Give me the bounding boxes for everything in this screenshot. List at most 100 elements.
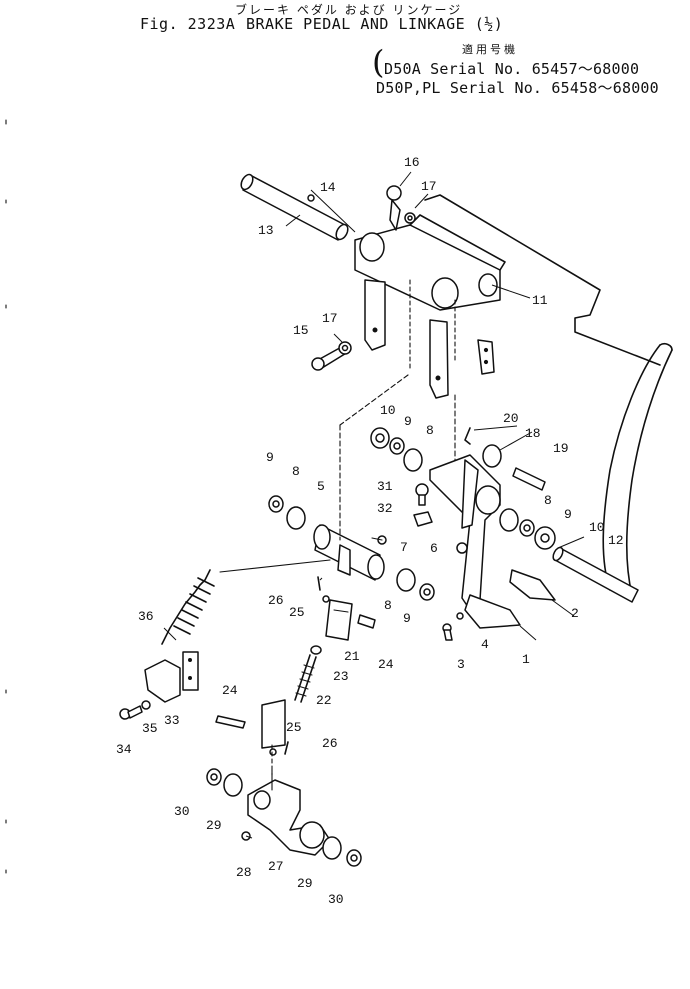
callout-3: 3 xyxy=(457,657,465,672)
nut-32 xyxy=(413,511,433,527)
nut-23 xyxy=(310,645,322,655)
washer-10-a xyxy=(370,427,390,449)
callout-30-right: 30 xyxy=(328,892,344,907)
callout-9-upper: 9 xyxy=(404,414,412,429)
bushing-8-b xyxy=(499,508,519,532)
callout-26-lower: 26 xyxy=(322,736,338,751)
callout-24-lower: 24 xyxy=(222,683,238,698)
callout-10-right: 10 xyxy=(589,520,605,535)
callout-21: 21 xyxy=(344,649,360,664)
fender-outline xyxy=(424,194,673,596)
callout-7: 7 xyxy=(400,540,408,555)
bushing-29-b xyxy=(322,836,342,860)
callout-9-right: 9 xyxy=(564,507,572,522)
callout-26-upper: 26 xyxy=(268,593,284,608)
spring-36 xyxy=(161,559,331,645)
washer-30-b xyxy=(346,849,362,867)
callout-17-top: 17 xyxy=(421,179,437,194)
callout-12: 12 xyxy=(608,533,624,548)
callout-33: 33 xyxy=(164,713,180,728)
callout-9-left: 9 xyxy=(266,450,274,465)
callout-numbers: 16 14 17 13 11 15 17 10 9 8 20 18 19 9 8… xyxy=(116,155,624,907)
callout-23: 23 xyxy=(333,669,349,684)
bolt-3 xyxy=(442,623,453,641)
callout-2: 2 xyxy=(571,606,579,621)
callout-8-right: 8 xyxy=(544,493,552,508)
callout-11: 11 xyxy=(532,293,548,308)
callout-8-upper: 8 xyxy=(426,423,434,438)
shaft-13 xyxy=(240,173,349,241)
washer-25-upper xyxy=(322,595,330,603)
bolt-16 xyxy=(386,185,402,231)
bushing-18 xyxy=(482,444,502,468)
washer-9-a xyxy=(389,437,405,455)
callout-4: 4 xyxy=(481,637,489,652)
callout-25-lower: 25 xyxy=(286,720,302,735)
figure-number: Fig. 2323A xyxy=(140,15,236,33)
callout-20: 20 xyxy=(503,411,519,426)
callout-17-mid: 17 xyxy=(322,311,338,326)
callout-8-lower: 8 xyxy=(384,598,392,613)
callout-32: 32 xyxy=(377,501,393,516)
pin-24-lower xyxy=(215,715,246,729)
callout-15: 15 xyxy=(293,323,309,338)
left-bracket: ( xyxy=(372,43,385,81)
callout-35: 35 xyxy=(142,721,158,736)
callout-13: 13 xyxy=(258,223,274,238)
washer-30-a xyxy=(206,768,222,786)
callout-27: 27 xyxy=(268,859,284,874)
pad-2 xyxy=(509,569,556,601)
bushing-8-c xyxy=(286,506,306,530)
bracket-11 xyxy=(354,214,506,399)
callout-5: 5 xyxy=(317,479,325,494)
callout-25-upper: 25 xyxy=(289,605,305,620)
serial-line-1: D50A Serial No. 65457～68000 xyxy=(384,60,640,78)
pedal-arm-1 xyxy=(429,454,521,629)
callout-36: 36 xyxy=(138,609,154,624)
callout-14: 14 xyxy=(320,180,336,195)
washer-17-top xyxy=(404,212,416,224)
washer-35 xyxy=(141,700,151,710)
callout-19: 19 xyxy=(553,441,569,456)
callout-8-left: 8 xyxy=(292,464,300,479)
bushing-8-d xyxy=(396,568,416,592)
washer-9-b xyxy=(519,519,535,537)
callout-6: 6 xyxy=(430,541,438,556)
bracket-33 xyxy=(144,651,199,703)
bolt-31 xyxy=(415,483,429,506)
callout-24-upper: 24 xyxy=(378,657,394,672)
bolt-34 xyxy=(119,705,143,720)
washer-9-c xyxy=(268,495,284,513)
washer-10-b xyxy=(534,526,556,550)
pin-26-upper xyxy=(317,576,321,591)
callout-31: 31 xyxy=(377,479,393,494)
leader-lines xyxy=(163,171,585,839)
applicable-models-label: 適用号機 xyxy=(462,43,518,56)
callout-29-right: 29 xyxy=(297,876,313,891)
serial-line-2: D50P,PL Serial No. 65458～68000 xyxy=(376,79,659,97)
washer-4 xyxy=(456,612,464,620)
bolt-14 xyxy=(307,194,315,202)
shaft-5 xyxy=(313,524,385,581)
shaft-12 xyxy=(552,546,639,603)
callout-1: 1 xyxy=(522,652,530,667)
callout-22: 22 xyxy=(316,693,332,708)
bolt-6 xyxy=(456,542,468,554)
washer-9-d xyxy=(419,583,435,601)
callout-10-upper: 10 xyxy=(380,403,396,418)
japanese-title: ブレーキ ペダル および リンケージ xyxy=(235,3,463,17)
callout-28: 28 xyxy=(236,865,252,880)
lever-27 xyxy=(247,769,331,856)
pin-20 xyxy=(464,427,471,445)
callout-30-left: 30 xyxy=(174,804,190,819)
figure-title: BRAKE PEDAL AND LINKAGE (½) xyxy=(246,15,504,33)
washer-25-lower xyxy=(269,748,277,756)
bushing-8-a xyxy=(403,448,423,472)
washer-17-mid xyxy=(338,341,352,355)
bolt-7 xyxy=(371,535,387,545)
bushing-29-a xyxy=(223,773,243,797)
pin-26-lower xyxy=(284,741,289,755)
clevis-21 xyxy=(325,599,353,641)
